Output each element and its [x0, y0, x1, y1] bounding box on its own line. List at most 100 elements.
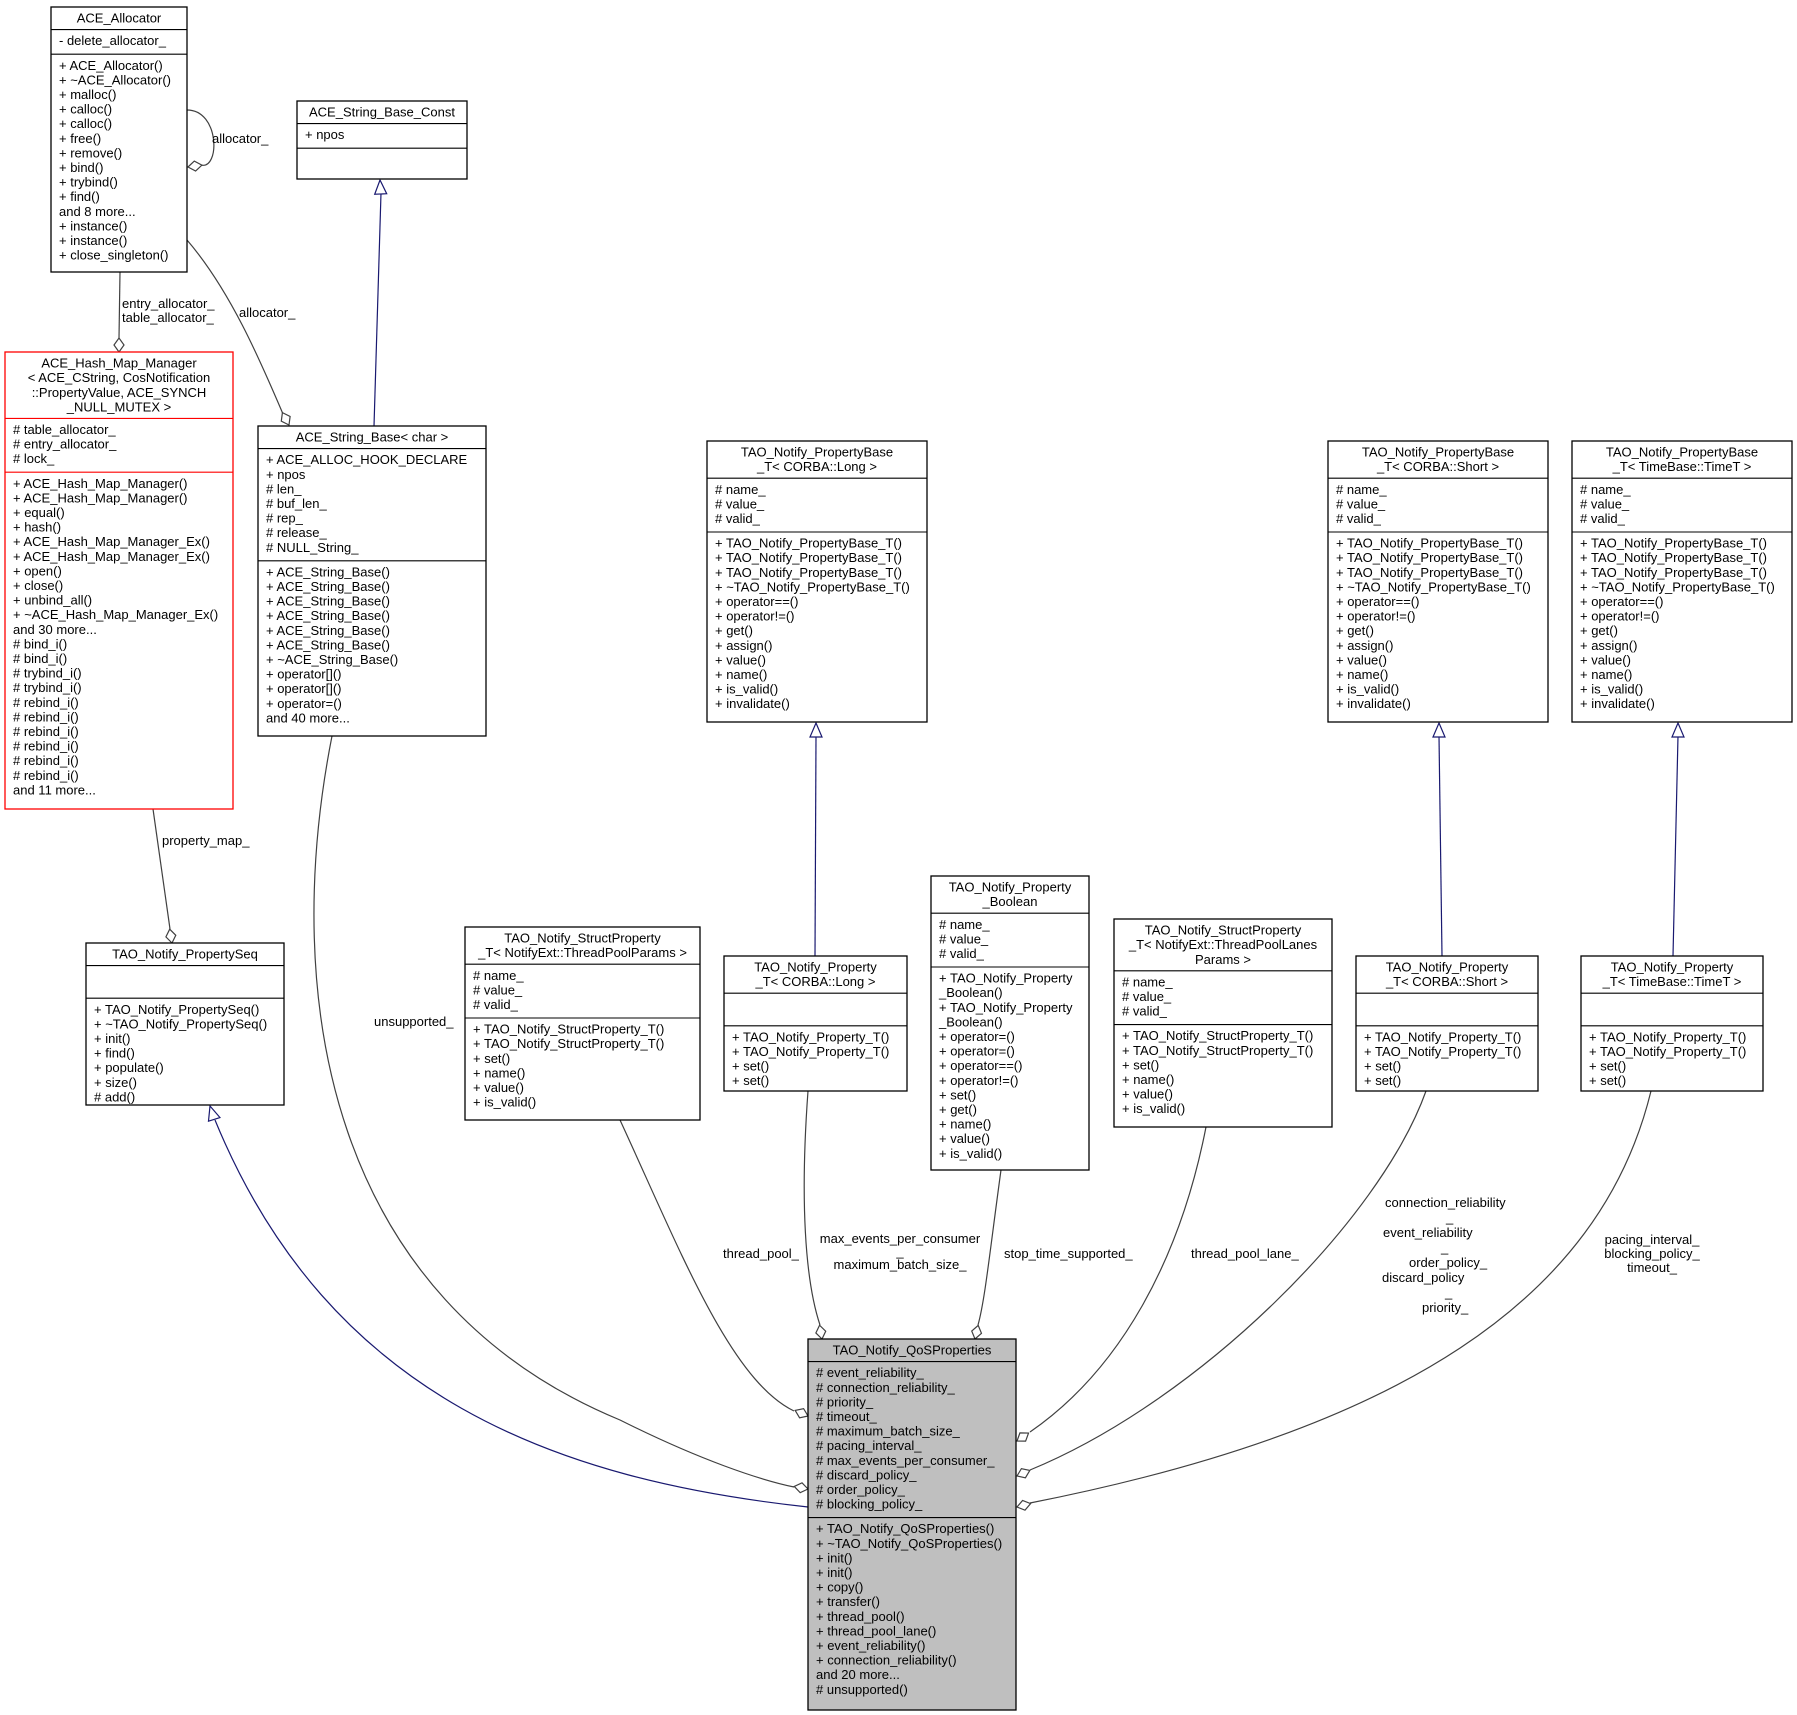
class-method: + init()	[816, 1565, 852, 1580]
aggregation-diamond	[815, 1324, 827, 1341]
class-method: + hash()	[13, 520, 61, 535]
class-attribute: # buf_len_	[266, 496, 327, 511]
class-method: + TAO_Notify_StructProperty_T()	[473, 1022, 664, 1037]
class-attribute: # valid_	[1122, 1004, 1168, 1019]
class-method: + ~ACE_String_Base()	[266, 652, 398, 667]
class-name: _Boolean	[982, 894, 1038, 909]
edge-inherit-propseq	[207, 1104, 809, 1508]
class-method: _Boolean()	[938, 1014, 1003, 1029]
class-method: + size()	[94, 1075, 137, 1090]
class-method: + equal()	[13, 505, 65, 520]
class-method: + name()	[715, 667, 767, 682]
class-method: + malloc()	[59, 87, 116, 102]
class-method: + TAO_Notify_Property_T()	[1364, 1044, 1521, 1059]
class-method: + ~TAO_Notify_PropertySeq()	[94, 1016, 267, 1031]
edge-label-text: thread_pool_lane_	[1191, 1246, 1299, 1261]
class-method: + is_valid()	[1122, 1101, 1185, 1116]
edge-inherit-propbase-timet	[1671, 721, 1685, 957]
class-attribute: # len_	[266, 481, 302, 496]
class-box	[296, 100, 468, 180]
class-method: + TAO_Notify_PropertyBase_T()	[715, 565, 902, 580]
class-name: ACE_String_Base_Const	[309, 105, 455, 120]
diagram-edges	[113, 109, 1685, 1511]
class-attribute: # valid_	[715, 511, 761, 526]
aggregation-diamond	[1016, 1467, 1031, 1479]
class-attribute: # connection_reliability_	[816, 1380, 956, 1395]
class-attribute: # max_events_per_consumer_	[816, 1453, 995, 1468]
class-method: + open()	[13, 563, 62, 578]
class-method: + connection_reliability()	[816, 1653, 957, 1668]
class-method: + TAO_Notify_PropertyBase_T()	[1336, 550, 1523, 565]
class-method: + ACE_String_Base()	[266, 594, 390, 609]
class-method: + ACE_String_Base()	[266, 579, 390, 594]
edge-line	[803, 1090, 821, 1326]
class-name: _T< CORBA::Long >	[756, 459, 877, 474]
edge-line	[186, 239, 284, 415]
class-method: + set()	[1589, 1059, 1626, 1074]
class-method: and 30 more...	[13, 622, 97, 637]
class-name: TAO_Notify_QoSProperties	[833, 1343, 992, 1358]
class-node-prop-long: TAO_Notify_Property_T< CORBA::Long >+ TA…	[723, 955, 908, 1092]
class-attribute: # name_	[1122, 974, 1173, 989]
edge-label-text: priority_	[1422, 1300, 1469, 1315]
class-name: _T< NotifyExt::ThreadPoolLanes	[1128, 937, 1318, 952]
class-box	[1571, 440, 1793, 723]
class-node-qos: TAO_Notify_QoSProperties# event_reliabil…	[807, 1338, 1017, 1711]
edge-inherit-propbase-long	[809, 721, 823, 957]
class-method: + calloc()	[59, 116, 112, 131]
class-method: + calloc()	[59, 102, 112, 117]
edge-label-timet-props: pacing_interval_blocking_policy_timeout_	[1604, 1232, 1700, 1275]
class-attribute: # name_	[939, 917, 990, 932]
class-box	[706, 440, 928, 723]
edge-use-short-props	[1016, 1090, 1427, 1479]
class-method: # bind_i()	[13, 651, 67, 666]
class-method: + operator==()	[715, 594, 798, 609]
class-method: + ~TAO_Notify_QoSProperties()	[816, 1536, 1002, 1551]
class-method: + ~ACE_Hash_Map_Manager_Ex()	[13, 607, 218, 622]
edge-line	[1672, 735, 1679, 957]
class-attribute: # NULL_String_	[266, 540, 359, 555]
inheritance-arrowhead	[809, 721, 823, 738]
class-attribute: + npos	[305, 127, 345, 142]
class-method: + operator!=()	[939, 1073, 1019, 1088]
class-box	[807, 1338, 1017, 1711]
class-method: + ~TAO_Notify_PropertyBase_T()	[1336, 579, 1531, 594]
edge-label-allocator-self: allocator_	[212, 131, 269, 146]
class-name: TAO_Notify_PropertyBase	[1362, 445, 1514, 460]
edge-use-thread-pool-lane	[1016, 1126, 1207, 1442]
edge-label-text: event_reliability	[1383, 1225, 1473, 1240]
class-name: TAO_Notify_PropertyBase	[1606, 445, 1758, 460]
inheritance-arrowhead	[373, 178, 388, 195]
class-method: + remove()	[59, 145, 122, 160]
class-method: + set()	[939, 1087, 976, 1102]
edge-line	[118, 271, 121, 339]
class-name: < ACE_CString, CosNotification	[28, 370, 210, 385]
class-method: + is_valid()	[1580, 682, 1643, 697]
class-name: _T< CORBA::Short >	[1376, 459, 1499, 474]
class-method: + populate()	[94, 1060, 164, 1075]
class-box	[257, 425, 487, 737]
class-name: _NULL_MUTEX >	[66, 399, 171, 414]
edge-line	[1029, 1090, 1652, 1504]
edge-use-timet-props	[1015, 1090, 1652, 1511]
edge-line	[619, 1119, 795, 1412]
class-method: + thread_pool()	[816, 1609, 905, 1624]
edge-use-property-map	[152, 808, 177, 945]
edge-label-text: order_policy_	[1409, 1255, 1488, 1270]
edge-line	[214, 1119, 809, 1508]
class-method: + TAO_Notify_Property	[939, 971, 1073, 986]
class-box	[930, 875, 1090, 1171]
class-node-struct-lanes: TAO_Notify_StructProperty_T< NotifyExt::…	[1113, 918, 1333, 1128]
class-box	[1580, 955, 1764, 1092]
class-name: TAO_Notify_StructProperty	[1145, 923, 1302, 938]
class-method: + operator!=()	[715, 609, 795, 624]
class-method: + TAO_Notify_Property_T()	[732, 1044, 889, 1059]
class-attribute: # valid_	[939, 946, 985, 961]
class-attribute: # timeout_	[816, 1409, 877, 1424]
class-attribute: # entry_allocator_	[13, 437, 117, 452]
class-attribute: - delete_allocator_	[59, 33, 167, 48]
aggregation-diamond	[793, 1482, 810, 1494]
edge-label-text: pacing_interval_	[1605, 1232, 1700, 1247]
edge-label-text: timeout_	[1627, 1260, 1678, 1275]
edge-label-unsupported: unsupported_	[374, 1014, 454, 1029]
